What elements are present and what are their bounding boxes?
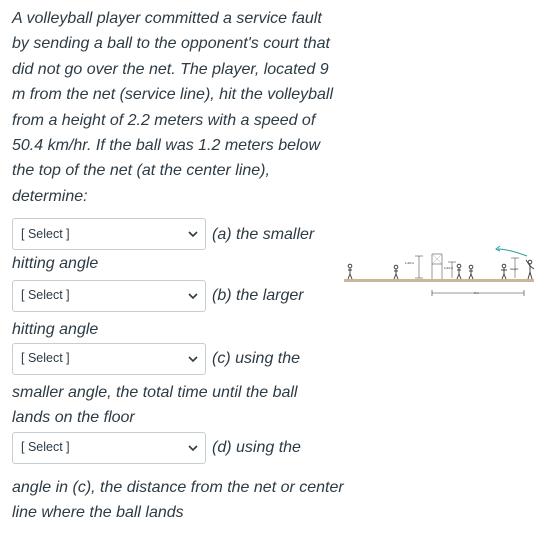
volleyball-court-figure: 1.20 m 2.24 m height 9 m bbox=[344, 245, 535, 296]
trajectory-arrow bbox=[495, 245, 501, 252]
question-line: A volleyball player committed a service … bbox=[12, 10, 322, 27]
part-c-continued: smaller angle, the total time until the … bbox=[12, 384, 298, 402]
chevron-down-icon bbox=[188, 231, 198, 238]
part-d-select[interactable]: [ Select ] bbox=[12, 431, 206, 464]
net-mesh bbox=[432, 254, 442, 264]
player-figure bbox=[393, 264, 399, 280]
part-b-select[interactable]: [ Select ] bbox=[12, 279, 206, 312]
part-d-row: [ Select ] (d) using the bbox=[12, 431, 342, 465]
part-a-continued: hitting angle bbox=[12, 255, 99, 273]
label-height: height bbox=[510, 267, 518, 271]
select-value: [ Select ] bbox=[21, 226, 70, 241]
part-a-row: [ Select ] (a) the smaller bbox=[12, 217, 342, 251]
dimension-arrow bbox=[448, 261, 456, 278]
question-text: A volleyball player committed a service … bbox=[12, 6, 344, 526]
question-line: determine: bbox=[12, 187, 88, 205]
player-figure bbox=[468, 264, 474, 280]
dimension-arrow bbox=[415, 255, 423, 279]
chevron-down-icon bbox=[188, 356, 198, 363]
question-line: m from the net (service line), hit the v… bbox=[12, 86, 334, 104]
net bbox=[431, 253, 443, 279]
label-distance: 9 m bbox=[474, 291, 480, 295]
question-line: 50.4 km/hr. If the ball was 1.2 meters b… bbox=[12, 137, 320, 155]
part-c-row: [ Select ] (c) using the bbox=[12, 342, 342, 376]
player-figure bbox=[347, 263, 353, 280]
question-line: by sending a ball to the opponent's cour… bbox=[12, 35, 330, 53]
ball-trajectory bbox=[497, 248, 528, 257]
select-value: [ Select ] bbox=[21, 351, 70, 366]
server-player-figure bbox=[525, 259, 535, 280]
part-a-label: (a) the smaller bbox=[212, 225, 315, 243]
part-c-select[interactable]: [ Select ] bbox=[12, 343, 206, 376]
part-a-select[interactable]: [ Select ] bbox=[12, 218, 206, 251]
question-line: did not go over the net. The player, loc… bbox=[12, 60, 329, 78]
label-ball-drop: 2.24 m bbox=[444, 266, 454, 270]
part-b-label: (b) the larger bbox=[212, 286, 304, 304]
part-b-continued: hitting angle bbox=[12, 320, 99, 338]
chevron-down-icon bbox=[188, 293, 198, 299]
part-d-label: (d) using the bbox=[212, 439, 301, 457]
select-value: [ Select ] bbox=[21, 287, 70, 302]
player-figure bbox=[501, 263, 507, 280]
chevron-down-icon bbox=[188, 445, 198, 452]
part-d-continued: angle in (c), the distance from the net … bbox=[12, 478, 344, 496]
dimension-arrow bbox=[511, 257, 519, 278]
part-b-row: [ Select ] (b) the larger bbox=[12, 279, 342, 313]
player-figure bbox=[456, 263, 462, 280]
part-c-continued: lands on the floor bbox=[12, 409, 135, 427]
select-value: [ Select ] bbox=[21, 440, 70, 455]
court-floor bbox=[344, 279, 534, 282]
question-line: from a height of 2.2 meters with a speed… bbox=[12, 111, 316, 129]
distance-line bbox=[431, 290, 525, 296]
part-d-continued: line where the ball lands bbox=[12, 504, 184, 522]
label-net-height: 1.20 m bbox=[405, 261, 415, 265]
question-line: the top of the net (at the center line), bbox=[12, 162, 270, 180]
part-c-label: (c) using the bbox=[212, 350, 301, 368]
